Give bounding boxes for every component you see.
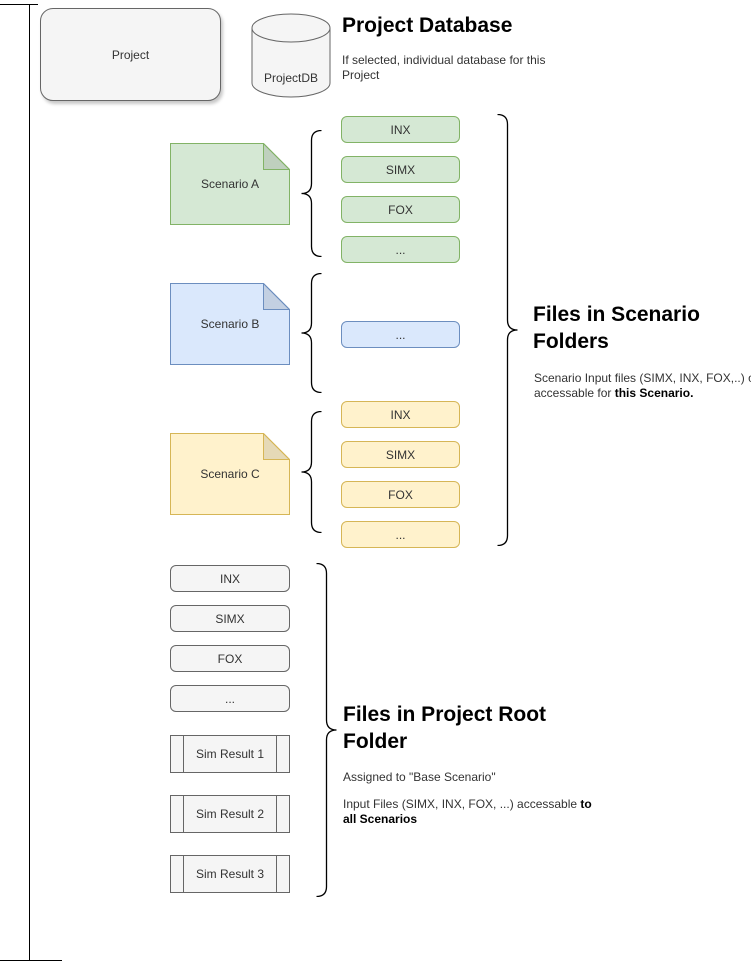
scenario-c-document: Scenario C bbox=[170, 433, 290, 515]
frame-top-line bbox=[0, 4, 38, 5]
scenario-folders-title: Files in Scenario Folders bbox=[533, 303, 700, 353]
projectdb-label: ProjectDB bbox=[263, 71, 319, 85]
scenario-c-file-fox: FOX bbox=[341, 481, 460, 508]
sim-result-2-box: Sim Result 2 bbox=[170, 795, 290, 833]
scenario-c-label: Scenario C bbox=[200, 467, 260, 481]
root-folder-title: Files in Project Root Folder bbox=[343, 703, 547, 753]
project-label: Project bbox=[111, 47, 150, 62]
project-node: Project bbox=[40, 8, 221, 101]
project-database-title: Project Database bbox=[342, 14, 513, 37]
scenario-c-file-more: ... bbox=[341, 521, 460, 548]
root-folder-assigned-line: Assigned to "Base Scenario" bbox=[343, 770, 496, 784]
root-file-fox: FOX bbox=[170, 645, 290, 672]
scenario-folders-description: Scenario Input files (SIMX, INX, FOX,..)… bbox=[534, 371, 751, 400]
projectdb-cylinder: ProjectDB bbox=[251, 13, 331, 98]
scenario-a-brace bbox=[301, 130, 323, 257]
root-folder-brace bbox=[316, 563, 337, 897]
scenario-a-file-inx: INX bbox=[341, 116, 460, 143]
frame-vertical-line bbox=[29, 4, 30, 961]
scenario-b-brace bbox=[301, 273, 323, 393]
document-icon bbox=[170, 283, 290, 365]
sim-result-3-box: Sim Result 3 bbox=[170, 855, 290, 893]
scenario-a-label: Scenario A bbox=[200, 177, 260, 191]
scenario-b-file-more: ... bbox=[341, 321, 460, 348]
database-cylinder-icon bbox=[251, 13, 331, 98]
scenario-c-file-inx: INX bbox=[341, 401, 460, 428]
document-icon bbox=[170, 143, 290, 225]
root-file-simx: SIMX bbox=[170, 605, 290, 632]
scenario-b-document: Scenario B bbox=[170, 283, 290, 365]
scenario-a-file-more: ... bbox=[341, 236, 460, 263]
project-database-description: If selected, individual database for thi… bbox=[342, 53, 546, 82]
scenario-b-label: Scenario B bbox=[200, 317, 260, 331]
scenario-c-brace bbox=[301, 411, 323, 533]
scenario-c-file-simx: SIMX bbox=[341, 441, 460, 468]
scenario-a-file-simx: SIMX bbox=[341, 156, 460, 183]
root-file-more: ... bbox=[170, 685, 290, 712]
scenario-folders-brace bbox=[497, 114, 518, 546]
document-icon bbox=[170, 433, 290, 515]
scenario-a-file-fox: FOX bbox=[341, 196, 460, 223]
root-file-inx: INX bbox=[170, 565, 290, 592]
root-folder-access-line: Input Files (SIMX, INX, FOX, ...) access… bbox=[343, 797, 592, 826]
sim-result-1-box: Sim Result 1 bbox=[170, 735, 290, 773]
frame-bottom-line bbox=[0, 960, 62, 961]
scenario-a-document: Scenario A bbox=[170, 143, 290, 225]
